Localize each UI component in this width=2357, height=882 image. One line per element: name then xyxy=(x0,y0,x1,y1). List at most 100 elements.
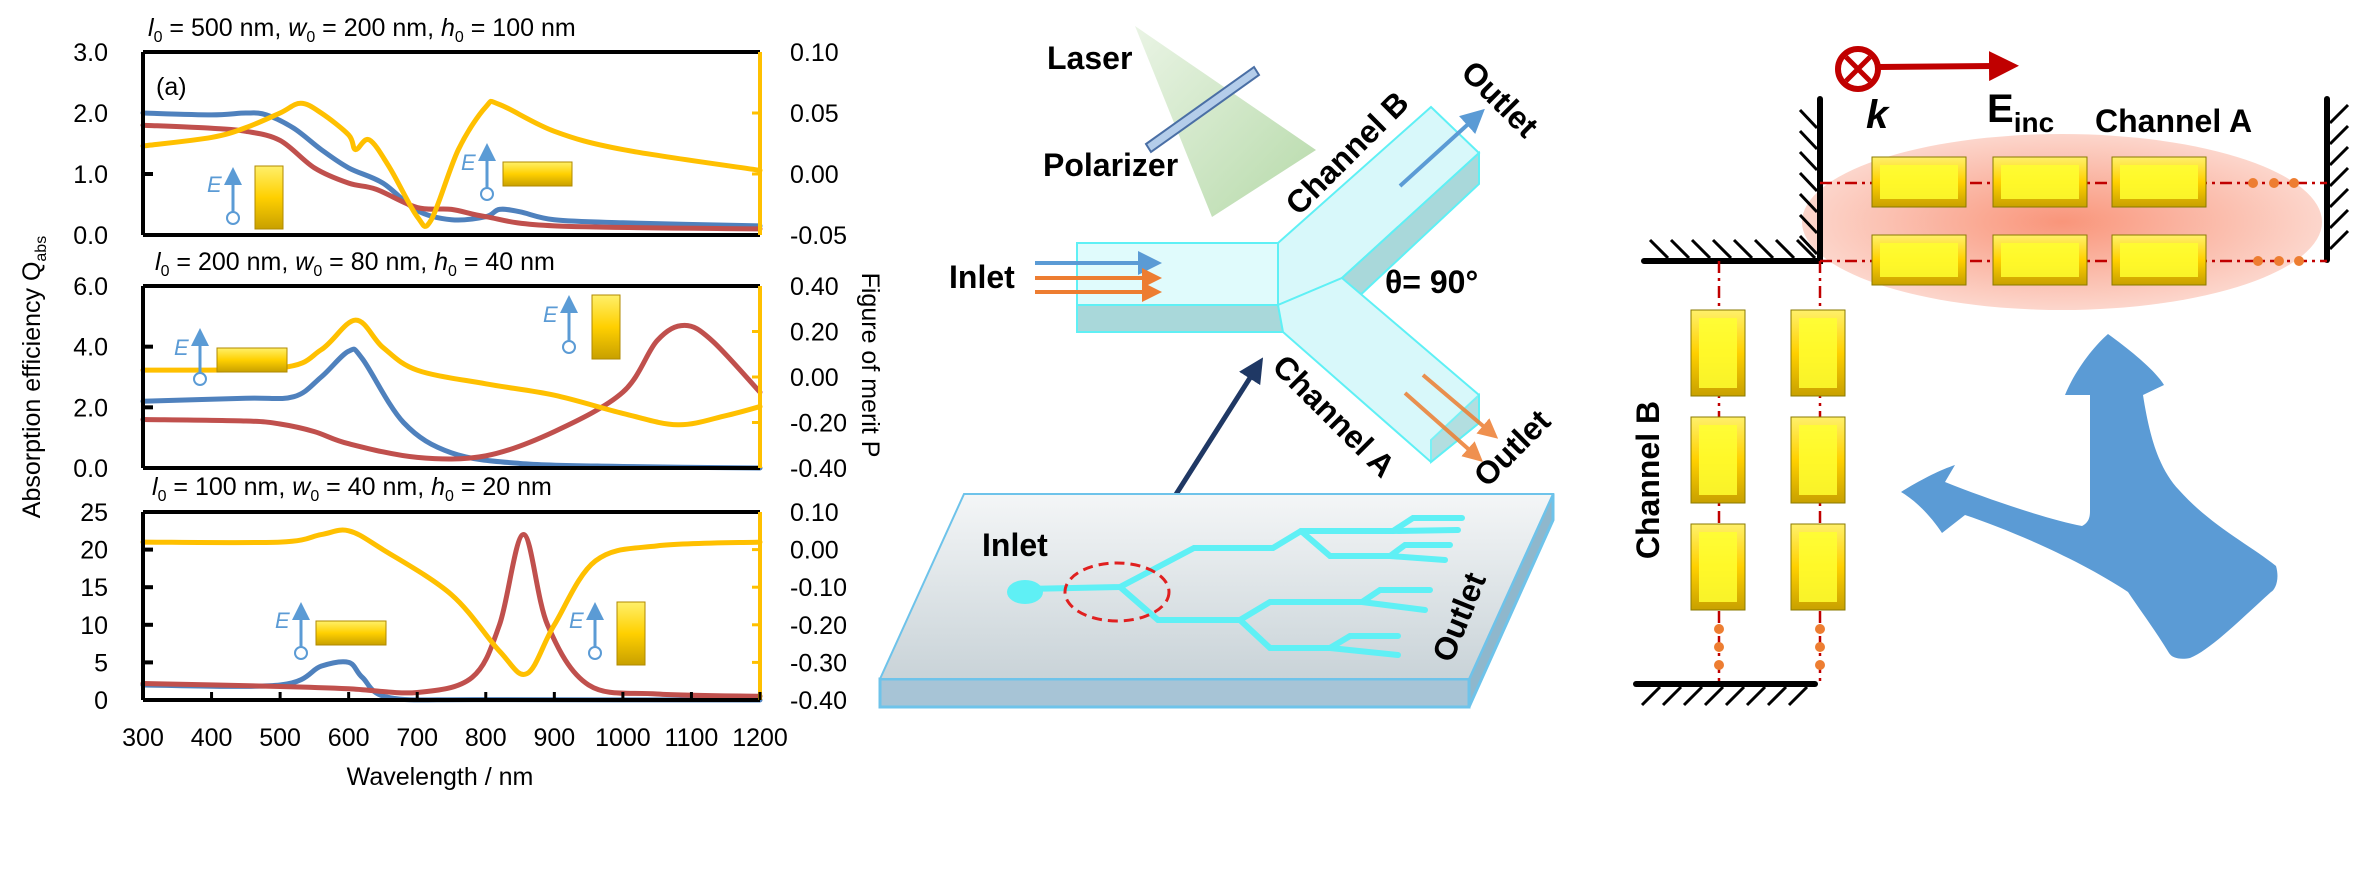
y2-tick-label: 0.10 xyxy=(790,39,839,67)
wall-hatch xyxy=(1798,234,1819,256)
wall-hatch xyxy=(1732,238,1754,260)
svg-text:E: E xyxy=(174,335,189,360)
microfluidic-chip: Inlet Outlet xyxy=(878,493,1555,709)
x-tick-label: 400 xyxy=(191,724,233,752)
wall-hatch xyxy=(1640,685,1662,707)
y-tick-label: 5 xyxy=(94,649,108,677)
x-tick-label: 1100 xyxy=(665,724,719,752)
svg-text:E: E xyxy=(569,608,584,633)
chart-panel-3: 0510152025-0.40-0.30-0.20-0.100.000.1030… xyxy=(80,499,847,752)
gold-nanoblock-face xyxy=(1880,243,1958,277)
wall-hatch xyxy=(1798,192,1819,214)
chip-inlet-label: Inlet xyxy=(982,527,1048,563)
wall-hatch xyxy=(2328,187,2350,209)
wall-hatch xyxy=(1661,685,1683,707)
y2-tick-label: 0.00 xyxy=(790,537,839,565)
polarizer-label: Polarizer xyxy=(1043,147,1178,183)
y-tick-label: 2.0 xyxy=(73,100,108,128)
wall-hatch xyxy=(1703,685,1725,707)
e-inc-arrow xyxy=(1877,51,2019,82)
wall-hatch xyxy=(1787,685,1809,707)
channel-a-label-right: Channel A xyxy=(2095,103,2252,139)
wall-hatch xyxy=(1753,238,1775,260)
inset-horizontal-rod-p2: E xyxy=(174,328,288,386)
y2-tick-label: 0.40 xyxy=(790,273,839,301)
wall-hatch xyxy=(1711,238,1733,260)
y-tick-label: 0.0 xyxy=(73,455,108,483)
x-tick-label: 300 xyxy=(122,724,164,752)
x-tick-label: 500 xyxy=(259,724,301,752)
inlet-label: Inlet xyxy=(949,259,1015,295)
y-tick-label: 0.0 xyxy=(73,222,108,250)
continuation-dots xyxy=(1714,178,2304,670)
e-inc-label: Einc xyxy=(1987,87,2054,138)
zoom-region-circle xyxy=(1063,561,1171,623)
wall-hatch xyxy=(2328,229,2350,251)
gold-nanoblock-face xyxy=(1699,425,1737,495)
svg-text:E: E xyxy=(543,302,558,327)
channel-b-label-right: Channel B xyxy=(1630,401,1666,559)
y2-tick-label: -0.10 xyxy=(790,574,847,602)
gold-nanoblock-face xyxy=(2001,243,2079,277)
polarizer-plate xyxy=(1144,65,1261,154)
gold-nanoblock-face xyxy=(1799,425,1837,495)
laser-beam xyxy=(1135,26,1316,217)
y-tick-label: 20 xyxy=(80,537,108,565)
outlet-top-label: Outlet xyxy=(1455,54,1546,145)
inset-horizontal-rod-p1: E xyxy=(461,143,573,201)
x-tick-label: 800 xyxy=(465,724,507,752)
y-tick-label: 0 xyxy=(94,687,108,715)
k-label: k xyxy=(1866,93,1890,137)
chart-group: 0.0 1.0 2.0 3.0 -0.05 0.00 0.05 0.10 0.0 2.0 4.0 6.… xyxy=(73,39,847,752)
y2-tick-label: -0.30 xyxy=(790,649,847,677)
gold-nanoblock-face xyxy=(1880,165,1958,199)
wall-hatch xyxy=(1745,685,1767,707)
y-tick-label: 6.0 xyxy=(73,273,108,301)
series-line-4f81bd xyxy=(140,346,763,471)
x-tick-label: 1200 xyxy=(732,724,788,752)
y-tick-label: 4.0 xyxy=(73,334,108,362)
chart-panel-1: 0.0 1.0 2.0 3.0 -0.05 0.00 0.05 0.10 xyxy=(73,39,847,250)
wall-hatch xyxy=(1798,213,1819,235)
y2-tick-label: -0.05 xyxy=(790,222,847,250)
y2-tick-label: 0.00 xyxy=(790,364,839,392)
wall-hatch xyxy=(1648,238,1670,260)
wall-hatch xyxy=(2328,208,2350,230)
x-tick-label: 1000 xyxy=(595,724,651,752)
y2-tick-label: -0.40 xyxy=(790,455,847,483)
gold-nanoblock-face xyxy=(1799,318,1837,388)
inset-vertical-rod-p2: E xyxy=(543,294,621,360)
gold-nanoblock-face xyxy=(1799,532,1837,602)
wall-hatching xyxy=(1640,103,2350,707)
y-tick-label: 25 xyxy=(80,499,108,527)
y-tick-label: 2.0 xyxy=(73,394,108,422)
y2-tick-label: 0.05 xyxy=(790,100,839,128)
channel-schematic: k Einc Channel A Channel B xyxy=(1630,46,2350,707)
flow-split-arrow xyxy=(1901,334,2278,659)
y-tick-label: 1.0 xyxy=(73,161,108,189)
y-tick-label: 3.0 xyxy=(73,39,108,67)
y2-axis-label: Figure of merit P xyxy=(856,273,884,458)
x-tick-label: 600 xyxy=(328,724,370,752)
y-axis-label: Absorption efficiency Qabs xyxy=(18,236,50,518)
y2-tick-label: 0.00 xyxy=(790,161,839,189)
y2-tick-label: -0.20 xyxy=(790,410,847,438)
wall-hatch xyxy=(1766,685,1788,707)
wall-hatch xyxy=(2328,166,2350,188)
inset-vertical-rod-p1: E xyxy=(207,165,284,230)
series-line-c0504d xyxy=(140,322,763,462)
nanoblock-array xyxy=(1690,156,2207,611)
gold-nanoblock-face xyxy=(2001,165,2079,199)
microfluidic-y-junction: Laser Polarizer Inlet Channel B Outlet θ… xyxy=(949,26,1558,553)
y-tick-label: 10 xyxy=(80,612,108,640)
outlet-bottom-label: Outlet xyxy=(1467,402,1558,493)
y2-tick-label: -0.40 xyxy=(790,687,847,715)
series-line-ffc000 xyxy=(140,317,763,428)
series-line-c0504d xyxy=(140,122,763,232)
y2-tick-label: -0.20 xyxy=(790,612,847,640)
inset-horizontal-rod-p3: E xyxy=(275,602,387,660)
inset-vertical-rod-p3: E xyxy=(569,601,646,666)
panel-1-title: l0 = 500 nm, w0 = 200 nm, h0 = 100 nm xyxy=(148,14,576,46)
wall-hatch xyxy=(2328,124,2350,146)
